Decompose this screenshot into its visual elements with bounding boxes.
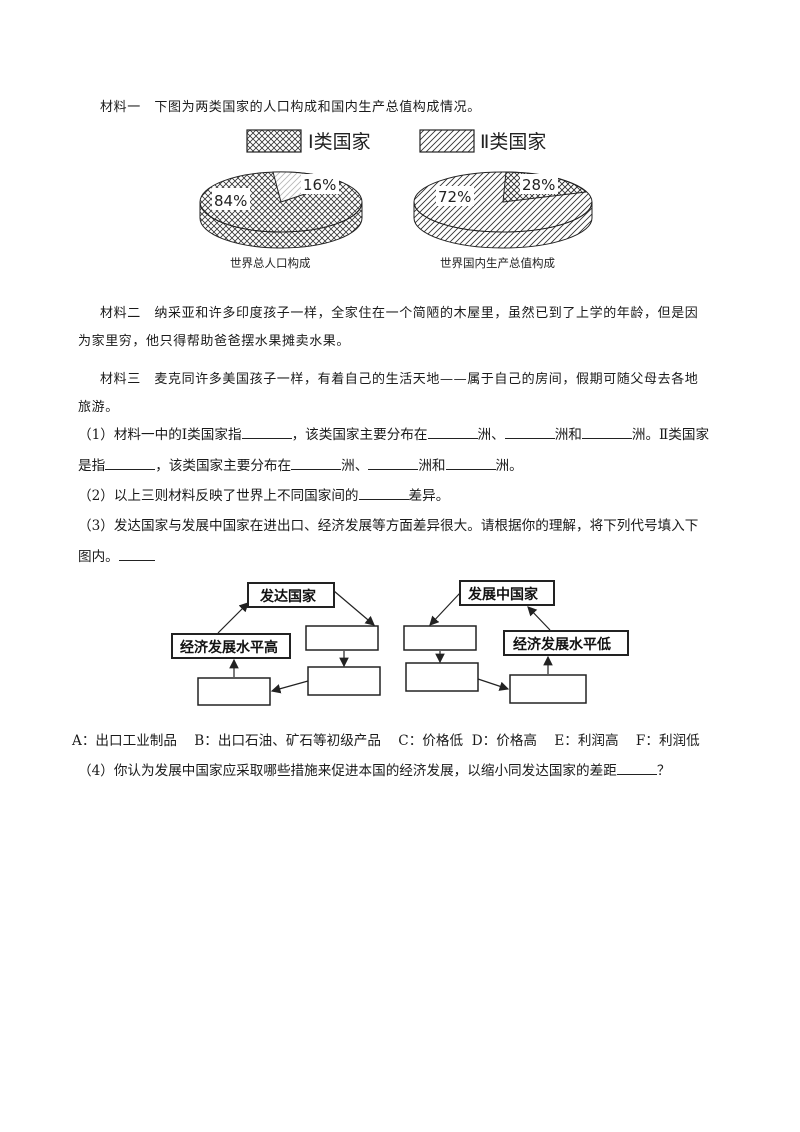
legend-swatch-class2 <box>419 129 475 153</box>
box-developing <box>459 580 555 606</box>
pie-title-gdp: 世界国内生产总值构成 <box>440 256 555 270</box>
question-4: （4）你认为发展中国家应采取哪些措施来促进本国的经济发展，以缩小同发达国家的差距… <box>78 760 728 781</box>
answer-blank[interactable] <box>616 760 657 775</box>
blank-box-developing-3[interactable] <box>509 674 587 704</box>
pie-label-population-class1: 84% <box>214 192 247 210</box>
question-2: （2）以上三则材料反映了世界上不同国家间的差异。 <box>78 485 728 506</box>
material-three-line1: 材料三 麦克同许多美国孩子一样，有着自己的生活天地——属于自己的房间，假期可随父… <box>100 372 699 387</box>
pie-label-gdp-class2: 72% <box>438 188 471 206</box>
option-e: E：利润高 <box>554 733 619 749</box>
arrow <box>270 680 309 694</box>
answer-blank[interactable] <box>427 424 478 439</box>
box-developing-level <box>503 630 629 656</box>
question-1-line2: 是指，该类国家主要分布在洲、洲和洲。 <box>78 455 728 476</box>
arrow <box>477 678 510 691</box>
option-c: C：价格低 <box>398 733 464 749</box>
pie-gdp: 72% 28% 世界国内生产总值构成 <box>413 171 593 270</box>
material-three-line2: 旅游。 <box>78 400 119 415</box>
answer-blank[interactable] <box>504 424 555 439</box>
option-a: A：出口工业制品 <box>72 733 177 749</box>
flow-diagram: 发达国家 经济发展水平高 发展中国家 经济发展水平低 <box>171 580 629 706</box>
answer-blank[interactable] <box>581 424 632 439</box>
material-two-line2: 为家里穷，他只得帮助爸爸摆水果摊卖水果。 <box>78 334 351 349</box>
option-f: F：利润低 <box>635 733 700 749</box>
blank-box-developing-2[interactable] <box>405 662 479 692</box>
answer-blank[interactable] <box>358 485 409 500</box>
blank-box-developed-2[interactable] <box>307 666 381 696</box>
material-two-line1: 材料二 纳采亚和许多印度孩子一样，全家住在一个简陋的木屋里，虽然已到了上学的年龄… <box>100 306 699 321</box>
blank-box-developed-1[interactable] <box>305 625 379 651</box>
answer-blank[interactable] <box>445 455 496 470</box>
arrow <box>333 590 375 626</box>
label-developed: 发达国家 <box>259 588 317 605</box>
answer-blank[interactable] <box>118 546 155 561</box>
arrow <box>527 606 551 631</box>
pie-label-population-class2: 16% <box>303 176 336 194</box>
blank-box-developed-3[interactable] <box>197 677 271 706</box>
option-b: B：出口石油、矿石等初级产品 <box>194 733 381 749</box>
arrow <box>217 602 249 634</box>
pie-title-population: 世界总人口构成 <box>230 256 311 270</box>
label-developed-level: 经济发展水平高 <box>180 639 278 656</box>
pie-label-gdp-class1: 28% <box>522 176 555 194</box>
legend-label-class1: Ⅰ类国家 <box>308 131 371 153</box>
label-developing-level: 经济发展水平低 <box>513 636 611 653</box>
answer-blank[interactable] <box>105 455 156 470</box>
legend-label-class2: Ⅱ类国家 <box>480 131 546 153</box>
material-one-text: 材料一 下图为两类国家的人口构成和国内生产总值构成情况。 <box>100 100 481 115</box>
answer-blank[interactable] <box>368 455 419 470</box>
box-developed <box>247 582 335 608</box>
pie-chart-figure: Ⅰ类国家 Ⅱ类国家 84% 16% 世界总人口构成 72% 28% 世界国内生产… <box>199 129 593 270</box>
box-developed-level <box>171 633 291 659</box>
question-3-line1: （3）发达国家与发展中国家在进出口、经济发展等方面差异很大。请根据你的理解，将下… <box>78 518 699 534</box>
option-d: D：价格高 <box>471 733 538 749</box>
legend-swatch-class1 <box>246 129 302 153</box>
blank-box-developing-1[interactable] <box>403 625 477 651</box>
answer-blank[interactable] <box>291 455 342 470</box>
pie-population: 84% 16% 世界总人口构成 <box>199 171 363 270</box>
question-3-line2: 图内。 <box>78 546 728 567</box>
answer-blank[interactable] <box>241 424 292 439</box>
arrow <box>429 592 461 626</box>
question-1-line1: （1）材料一中的Ⅰ类国家指，该类国家主要分布在洲、洲和洲。Ⅱ类国家 <box>78 424 728 445</box>
label-developing: 发展中国家 <box>467 586 539 603</box>
option-list: A：出口工业制品 B：出口石油、矿石等初级产品 C：价格低 D：价格高 E：利润… <box>72 731 752 751</box>
